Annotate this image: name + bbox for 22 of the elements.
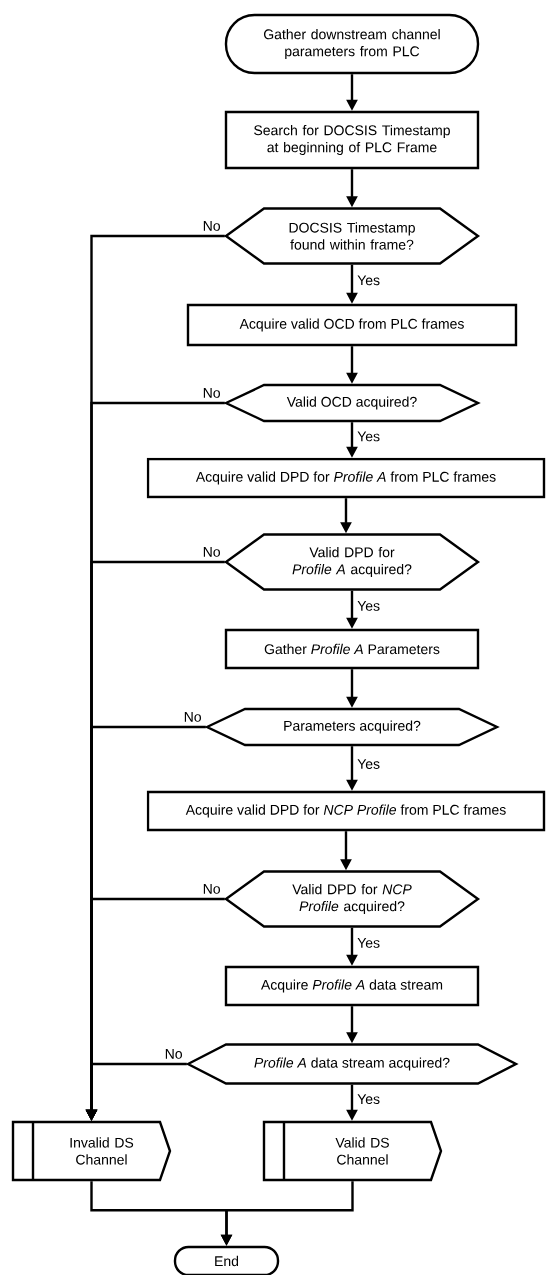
edge-label: Yes [356,274,382,287]
edge-label: No [163,1048,184,1060]
edge-label: Yes [356,758,382,770]
terminator: End [173,1245,280,1275]
edge-label: Yes [356,937,382,949]
edge-label: No [201,387,222,399]
predefined-process-box: Valid DS Channel [262,1120,443,1182]
process-box: Acquire valid OCD from PLC frames [186,303,518,347]
edge-label: No [201,220,222,232]
edge-label: No [201,883,222,895]
process-box: Acquire valid DPD for NCP Profile from PLC frames [146,790,546,832]
process-box: Acquire valid DPD for Profile A from PLC frames [146,457,546,499]
edge-label: No [201,546,222,558]
edge-label: No [182,711,203,723]
edge-label: Yes [356,430,382,443]
terminator: Gather downstream channel parameters from PLC [224,13,480,75]
process-box: Acquire Profile A data stream [224,965,480,1007]
edge-label: Yes [356,600,382,612]
edge-label: Yes [356,1093,382,1106]
predefined-process-box: Invalid DS Channel [11,1120,172,1182]
process-box: Search for DOCSIS Timestamp at beginning of PLC Frame [224,110,480,170]
process-box: Gather Profile A Parameters [224,628,480,670]
